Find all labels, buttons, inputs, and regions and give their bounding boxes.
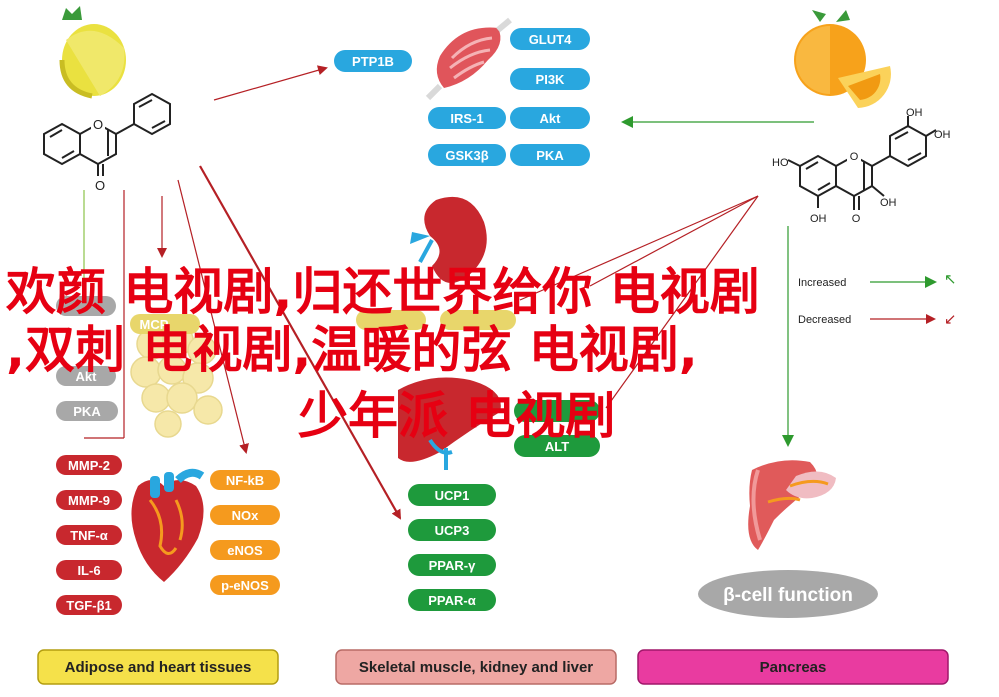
pill-ucp1: UCP1 bbox=[408, 484, 496, 506]
category-muscle-kidney-liver: Skeletal muscle, kidney and liver bbox=[335, 649, 617, 685]
liver-icon bbox=[398, 377, 501, 470]
svg-text:PTP1B: PTP1B bbox=[352, 54, 394, 69]
legend-increase-arrow-icon: ↖ bbox=[944, 271, 957, 288]
flavone-o-mask bbox=[91, 118, 105, 132]
legend-increased-label: Increased bbox=[798, 277, 846, 289]
svg-text:p-eNOS: p-eNOS bbox=[221, 578, 269, 593]
svg-text:NF-kB: NF-kB bbox=[226, 473, 264, 488]
flavone-ring-oxygen: O bbox=[93, 117, 103, 132]
svg-text:NOx: NOx bbox=[232, 508, 260, 523]
svg-text:TNF-α: TNF-α bbox=[70, 528, 108, 543]
category-adipose-heart-label: Adipose and heart tissues bbox=[65, 659, 252, 676]
svg-text:TGF-β1: TGF-β1 bbox=[66, 598, 112, 613]
pill-p-enos: p-eNOS bbox=[210, 575, 280, 595]
pill-center-hidden-1 bbox=[356, 310, 426, 330]
svg-text:GLUT4: GLUT4 bbox=[529, 32, 572, 47]
legend: Increased Decreased ↖ ↙ bbox=[798, 271, 957, 328]
svg-text:IL-6: IL-6 bbox=[77, 563, 100, 578]
quercetin-keto-oxygen: O bbox=[852, 213, 861, 225]
svg-text:PPAR-α: PPAR-α bbox=[428, 593, 475, 608]
pancreas-icon bbox=[748, 460, 836, 550]
pill-ptp1b: PTP1B bbox=[334, 50, 412, 72]
pill-tnfa: TNF-α bbox=[56, 525, 122, 545]
legend-decrease-arrow-icon: ↙ bbox=[944, 311, 957, 328]
pill-left-partial-1 bbox=[56, 296, 116, 316]
overlay-line-3: 少年派 电视剧 bbox=[298, 387, 616, 445]
category-pancreas-label: Pancreas bbox=[760, 659, 827, 676]
pill-nfkb: NF-kB bbox=[210, 470, 280, 490]
pill-pka-top: PKA bbox=[510, 144, 590, 166]
pill-pi3k: PI3K bbox=[510, 68, 590, 90]
svg-text:PI3K: PI3K bbox=[536, 72, 566, 87]
pill-akt-left: Akt bbox=[56, 366, 116, 386]
pill-ucp3: UCP3 bbox=[408, 519, 496, 541]
category-adipose-heart: Adipose and heart tissues bbox=[37, 649, 279, 685]
pill-center-hidden-2 bbox=[440, 310, 516, 330]
svg-text:Akt: Akt bbox=[540, 111, 562, 126]
flavone-structure bbox=[43, 92, 171, 176]
svg-text:ALT: ALT bbox=[545, 439, 569, 454]
svg-text:MMP-9: MMP-9 bbox=[68, 493, 110, 508]
pill-alt: ALT bbox=[514, 435, 600, 457]
svg-text:IRS-1: IRS-1 bbox=[450, 111, 483, 126]
svg-text:Akt: Akt bbox=[76, 369, 98, 384]
pill-irs1: IRS-1 bbox=[428, 107, 506, 129]
pill-nox: NOx bbox=[210, 505, 280, 525]
svg-text:UCP3: UCP3 bbox=[435, 523, 470, 538]
category-muscle-kidney-liver-label: Skeletal muscle, kidney and liver bbox=[359, 659, 593, 676]
quercetin-oh-5: OH bbox=[880, 197, 897, 209]
pill-glut4: GLUT4 bbox=[510, 28, 590, 50]
adipose-cells-icon bbox=[130, 324, 223, 438]
beta-cell-function-badge: β-cell function bbox=[698, 570, 878, 618]
quercetin-structure bbox=[787, 116, 937, 210]
quercetin-o-mask bbox=[847, 150, 861, 162]
pill-mmp9: MMP-9 bbox=[56, 490, 122, 510]
orange-icon bbox=[794, 10, 891, 108]
kidney-icon bbox=[410, 196, 487, 284]
overlay-line-1: 欢颜 电视剧,归还世界给你 电视剧 bbox=[6, 263, 760, 321]
lemon-icon bbox=[59, 6, 126, 99]
svg-text:GSK3β: GSK3β bbox=[445, 148, 488, 163]
pill-tgfb1: TGF-β1 bbox=[56, 595, 122, 615]
quercetin-oh-1: OH bbox=[906, 107, 923, 119]
flavone-keto-oxygen: O bbox=[95, 178, 105, 193]
pill-ppar-alpha: PPAR-α bbox=[408, 589, 496, 611]
overlay-line-2: ,双刺 电视剧,温暖的弦 电视剧, bbox=[6, 321, 698, 379]
pill-il6: IL-6 bbox=[56, 560, 122, 580]
connector-arrows bbox=[83, 65, 937, 520]
svg-text:PKA: PKA bbox=[73, 404, 101, 419]
pill-mmp2: MMP-2 bbox=[56, 455, 122, 475]
beta-cell-function-label: β-cell function bbox=[723, 585, 853, 606]
quercetin-ring-oxygen: O bbox=[850, 151, 859, 163]
svg-text:UCP1: UCP1 bbox=[435, 488, 470, 503]
svg-text:PPAR-γ: PPAR-γ bbox=[429, 558, 476, 573]
quercetin-ho-3: HO bbox=[772, 157, 789, 169]
legend-decreased-label: Decreased bbox=[798, 314, 851, 326]
pill-green-partial bbox=[514, 400, 600, 422]
muscle-icon bbox=[425, 17, 512, 101]
pill-akt: Akt bbox=[510, 107, 590, 129]
svg-text:MMP-2: MMP-2 bbox=[68, 458, 110, 473]
quercetin-oh-2: OH bbox=[934, 129, 951, 141]
pill-pka-left: PKA bbox=[56, 401, 118, 421]
pill-mcp: MCP bbox=[130, 314, 200, 334]
svg-text:eNOS: eNOS bbox=[227, 543, 263, 558]
quercetin-oh-4: OH bbox=[810, 213, 827, 225]
svg-text:MCP: MCP bbox=[140, 317, 169, 332]
pill-ppar-gamma: PPAR-γ bbox=[408, 554, 496, 576]
category-pancreas: Pancreas bbox=[637, 649, 949, 685]
svg-text:PKA: PKA bbox=[536, 148, 564, 163]
heart-icon bbox=[131, 468, 205, 582]
pill-gsk3b: GSK3β bbox=[428, 144, 506, 166]
pill-enos: eNOS bbox=[210, 540, 280, 560]
